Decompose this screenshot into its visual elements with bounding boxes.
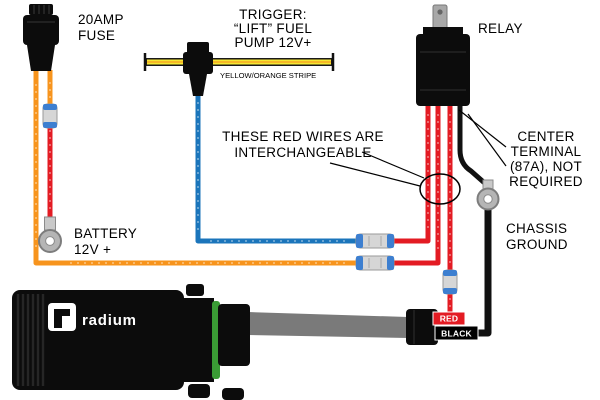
center-terminal-note-line4: REQUIRED: [509, 174, 583, 189]
connector-top: [187, 42, 209, 54]
inline-connector-fuse-leg: [42, 103, 58, 129]
pump-brand-logo: radium: [48, 303, 137, 331]
crimp-band: [43, 122, 57, 128]
wires: [33, 70, 492, 337]
relay-body: [416, 34, 470, 106]
fuse-lower: [27, 45, 55, 71]
pump-end-ridges: [16, 294, 45, 386]
pump-bottom-bolt: [188, 384, 210, 398]
center-terminal-note-line3: (87A), NOT: [510, 159, 582, 174]
center-terminal-leader-line: [467, 113, 507, 167]
wire-tag-black: BLACK: [434, 325, 479, 341]
inline-connector-battery: [355, 255, 395, 271]
battery-ring-terminal: [38, 216, 62, 253]
wire-print-marks: [35, 82, 451, 312]
interchangeable-leader-line: [329, 162, 421, 187]
trigger-label-line3: PUMP 12V+: [234, 35, 311, 50]
brand-logo-glyph: [54, 309, 70, 328]
relay-body-seams: [420, 51, 466, 91]
trigger-yellow-wire: [143, 53, 335, 71]
terminal-hole: [483, 194, 493, 204]
pump-outlet: [218, 304, 250, 366]
crimp-band: [356, 234, 363, 248]
battery-label-line1: BATTERY: [74, 226, 137, 241]
fuse-label-line2: FUSE: [78, 28, 115, 43]
crimp-band: [43, 104, 57, 110]
inline-connector-pump-red: [442, 269, 458, 295]
interchangeable-note-line1: THESE RED WIRES ARE: [222, 129, 384, 144]
spade-hole: [437, 9, 443, 15]
trigger-wire-blue: [195, 90, 357, 244]
wire-tag-red: RED: [432, 311, 466, 326]
pump-bottom-bolt: [222, 388, 244, 400]
fuse-holder: [23, 4, 59, 71]
fused-battery-wire-red: [393, 106, 441, 266]
crimp-marks: [368, 236, 382, 246]
relay-ground-wire-black: [457, 106, 490, 188]
center-terminal-note-line2: TERMINAL: [511, 144, 582, 159]
fuse-body: [23, 15, 59, 45]
trigger-label-line1: TRIGGER:: [239, 7, 307, 22]
crimp-band: [443, 288, 457, 294]
red-tag-box: [432, 311, 466, 326]
crimp-band: [443, 270, 457, 276]
wire-stripe-note: YELLOW/ORANGE STRIPE: [220, 71, 316, 80]
pump-outlet-base: [182, 298, 214, 382]
crimp-band: [387, 234, 394, 248]
battery-label-line2: 12V +: [74, 242, 111, 257]
fuse-cap: [29, 4, 53, 15]
labels: 20AMP FUSE TRIGGER: “LIFT” FUEL PUMP 12V…: [74, 7, 583, 257]
interchangeable-wires-ellipse: [419, 173, 461, 205]
trigger-connector: [183, 42, 213, 96]
red-tag-label: RED: [440, 314, 459, 324]
crimp-band: [356, 256, 363, 270]
center-terminal-leader-line: [458, 109, 507, 148]
connector-boot: [189, 74, 207, 96]
black-tag-box: [434, 325, 479, 341]
fuse-label-line1: 20AMP: [78, 12, 124, 27]
connector-body: [183, 52, 213, 74]
crimp-band: [387, 256, 394, 270]
inline-connector-trigger: [355, 233, 395, 249]
fuse-cap-ridges: [33, 5, 50, 14]
interchangeable-leader-line: [361, 151, 425, 179]
fuel-pump: radium: [12, 284, 438, 400]
crimp-marks: [368, 258, 382, 268]
pump-harness-sleeve: [248, 312, 408, 338]
trigger-wire-red: [393, 106, 431, 244]
terminal-barrel: [44, 216, 56, 231]
terminal-hole: [45, 236, 55, 246]
chassis-ground-label-line2: GROUND: [506, 237, 568, 252]
brand-logo-text: radium: [82, 312, 137, 329]
black-tag-label: BLACK: [441, 329, 472, 339]
relay-neck: [423, 27, 463, 38]
relay: [416, 4, 470, 106]
trigger-label-line2: “LIFT” FUEL: [234, 21, 312, 36]
interchangeable-note-line2: INTERCHANGEABLE: [234, 145, 371, 160]
pump-top-bolt: [186, 284, 204, 296]
center-terminal-note-line1: CENTER: [517, 129, 574, 144]
relay-label: RELAY: [478, 21, 523, 36]
chassis-ring-terminal: [476, 179, 500, 211]
chassis-ground-label-line1: CHASSIS: [506, 221, 567, 236]
